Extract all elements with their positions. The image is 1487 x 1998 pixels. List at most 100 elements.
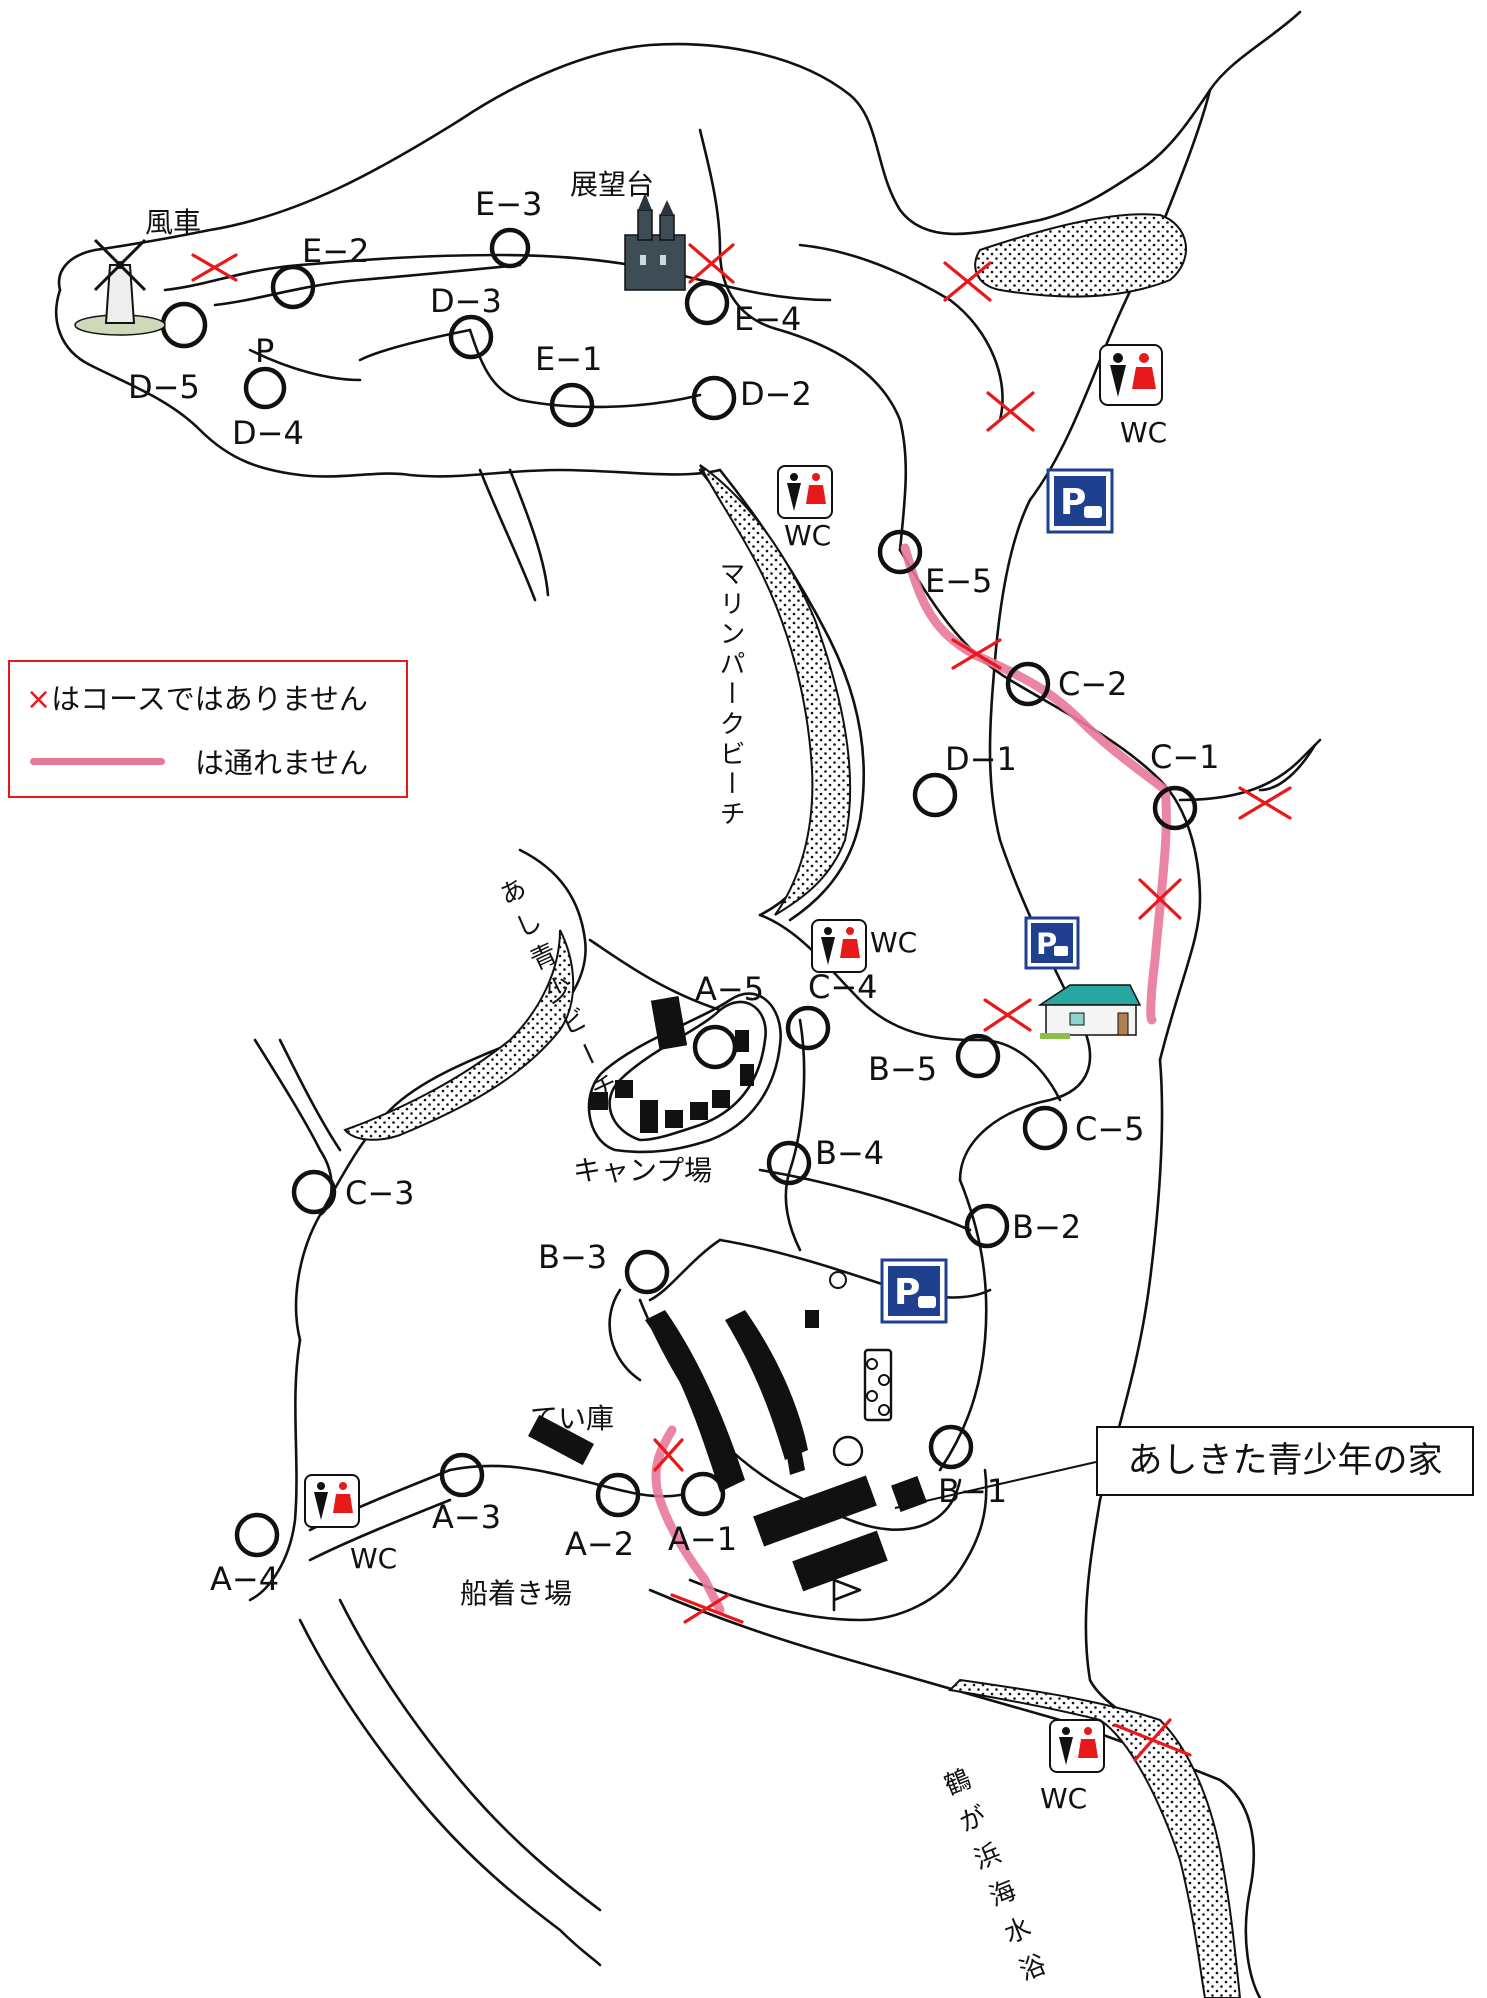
checkpoint-circle-a4	[234, 1512, 280, 1558]
buildings	[527, 995, 927, 1592]
toilet-sign-icon	[1049, 1719, 1105, 1773]
cross-mark-icon	[670, 1593, 744, 1624]
wc-label: WC	[1120, 416, 1167, 449]
youth-beach-label: あし青少ビーチ	[491, 874, 625, 1115]
camp-label: キャンプ場	[573, 1154, 712, 1187]
checkpoint-circle-b3	[624, 1249, 670, 1295]
toilet-sign-icon	[777, 465, 833, 519]
cross-mark-icon	[983, 998, 1032, 1032]
checkpoint-label: E−1	[535, 340, 602, 378]
cross-mark-icon	[1238, 786, 1292, 820]
cross-marks	[191, 243, 1292, 1762]
garage-label: てい庫	[530, 1402, 614, 1435]
windmill-icon	[74, 238, 166, 336]
wc-label: WC	[784, 519, 831, 552]
checkpoint-label: A−4	[210, 1560, 279, 1598]
cross-mark-icon	[191, 253, 238, 282]
wc-label: WC	[350, 1542, 397, 1575]
checkpoint-circle-c3	[291, 1169, 337, 1215]
castle-icon	[624, 193, 686, 291]
observatory-label: 展望台	[570, 168, 654, 201]
checkpoint-label: A−5	[695, 970, 764, 1008]
checkpoint-circle-e3	[489, 227, 531, 269]
checkpoint-circle-a2	[595, 1472, 641, 1518]
checkpoint-label: C−1	[1150, 738, 1220, 776]
toilet-sign-icon	[1099, 344, 1163, 406]
checkpoint-label: A−2	[565, 1525, 634, 1563]
checkpoint-label: C−3	[345, 1174, 415, 1212]
checkpoint-circle-c5	[1022, 1105, 1068, 1151]
checkpoints	[160, 227, 1198, 1558]
marina-beach-label: マリンパークビーチ	[715, 560, 745, 830]
checkpoint-circle-c2	[1005, 661, 1051, 707]
checkpoint-circle-e5	[877, 529, 923, 575]
checkpoint-circle-b2	[964, 1203, 1010, 1249]
legend: ×はコースではありません は通れません	[8, 660, 408, 798]
checkpoint-label: E−4	[734, 300, 801, 338]
checkpoint-circle-c4	[785, 1005, 831, 1051]
checkpoint-circle-a1	[680, 1471, 726, 1517]
checkpoint-label: D−1	[945, 740, 1017, 778]
place-labels: 風車 展望台 P キャンプ場 てい庫 船着き場	[145, 168, 712, 1610]
toilet-sign-icon	[304, 1474, 360, 1528]
checkpoint-circle-d1	[912, 772, 958, 818]
checkpoint-label: E−2	[302, 232, 369, 270]
checkpoint-circle-a5	[692, 1024, 738, 1070]
wc-labels: WC WC WC WC WC	[350, 416, 1167, 1815]
cross-mark-icon	[986, 391, 1035, 432]
svg-text:P: P	[1036, 927, 1057, 961]
checkpoint-label: C−5	[1075, 1110, 1145, 1148]
toilet-sign-icon	[811, 919, 867, 973]
legend-line-text: は通れません	[195, 746, 369, 780]
legend-cross-row: ×はコースではありません	[26, 676, 368, 718]
cross-mark-icon: ×	[26, 682, 52, 717]
checkpoint-circle-b1	[928, 1424, 974, 1470]
checkpoint-circle-e4	[684, 280, 730, 326]
cross-mark-icon	[943, 261, 992, 302]
svg-text:P: P	[1060, 482, 1086, 523]
wc-label: WC	[1040, 1782, 1087, 1815]
checkpoint-label: A−3	[432, 1498, 501, 1536]
checkpoint-label: B−4	[815, 1134, 884, 1172]
tsurugahama-label: 鶴が浜海水浴	[936, 1764, 1054, 1998]
checkpoint-label: C−4	[808, 968, 878, 1006]
checkpoint-circle-d4	[243, 366, 287, 410]
checkpoint-label: B−3	[538, 1238, 607, 1276]
checkpoint-circle-e2	[270, 264, 316, 310]
checkpoint-label: E−5	[925, 562, 992, 600]
checkpoint-label: B−2	[1012, 1208, 1081, 1246]
checkpoint-circle-d2	[691, 375, 737, 421]
facility-name-box: あしきた青少年の家	[1096, 1426, 1474, 1496]
checkpoint-label: D−3	[430, 282, 502, 320]
cross-mark-icon	[653, 1438, 684, 1472]
checkpoint-label: D−4	[232, 414, 304, 452]
cross-mark-icon	[688, 243, 735, 284]
checkpoint-circle-d5	[160, 301, 208, 349]
cross-mark-icon	[1113, 1718, 1192, 1762]
checkpoint-label: B−5	[868, 1050, 937, 1088]
checkpoint-label: C−2	[1058, 665, 1128, 703]
checkpoint-circle-b5	[955, 1033, 1001, 1079]
checkpoint-circle-c1	[1152, 785, 1198, 831]
parking-sign-icon: P	[1046, 468, 1114, 534]
parking-sign-icon: P	[880, 1258, 948, 1324]
legend-closed-line-icon	[30, 758, 165, 765]
checkpoint-label: D−2	[740, 375, 812, 413]
checkpoint-label: D−5	[128, 368, 200, 406]
checkpoint-label: E−3	[475, 185, 542, 223]
windmill-label: 風車	[145, 206, 201, 239]
cross-mark-icon	[951, 638, 1002, 670]
parking-sign-icon: P	[1024, 916, 1080, 970]
wc-label: WC	[870, 926, 917, 959]
svg-text:P: P	[894, 1272, 920, 1313]
checkpoint-labels: E−3 E−2 D−5 D−3 E−4 E−1 D−2 D−4 E−5 C−2 …	[128, 185, 1220, 1598]
cross-mark-icon	[1138, 878, 1182, 920]
checkpoint-label: A−1	[668, 1520, 737, 1558]
parking-label: P	[255, 332, 274, 370]
pier-label: 船着き場	[460, 1577, 572, 1610]
trails	[163, 128, 1322, 1622]
legend-cross-text: はコースではありません	[51, 682, 368, 716]
checkpoint-circle-e1	[549, 382, 595, 428]
checkpoint-circle-d3	[448, 314, 494, 360]
